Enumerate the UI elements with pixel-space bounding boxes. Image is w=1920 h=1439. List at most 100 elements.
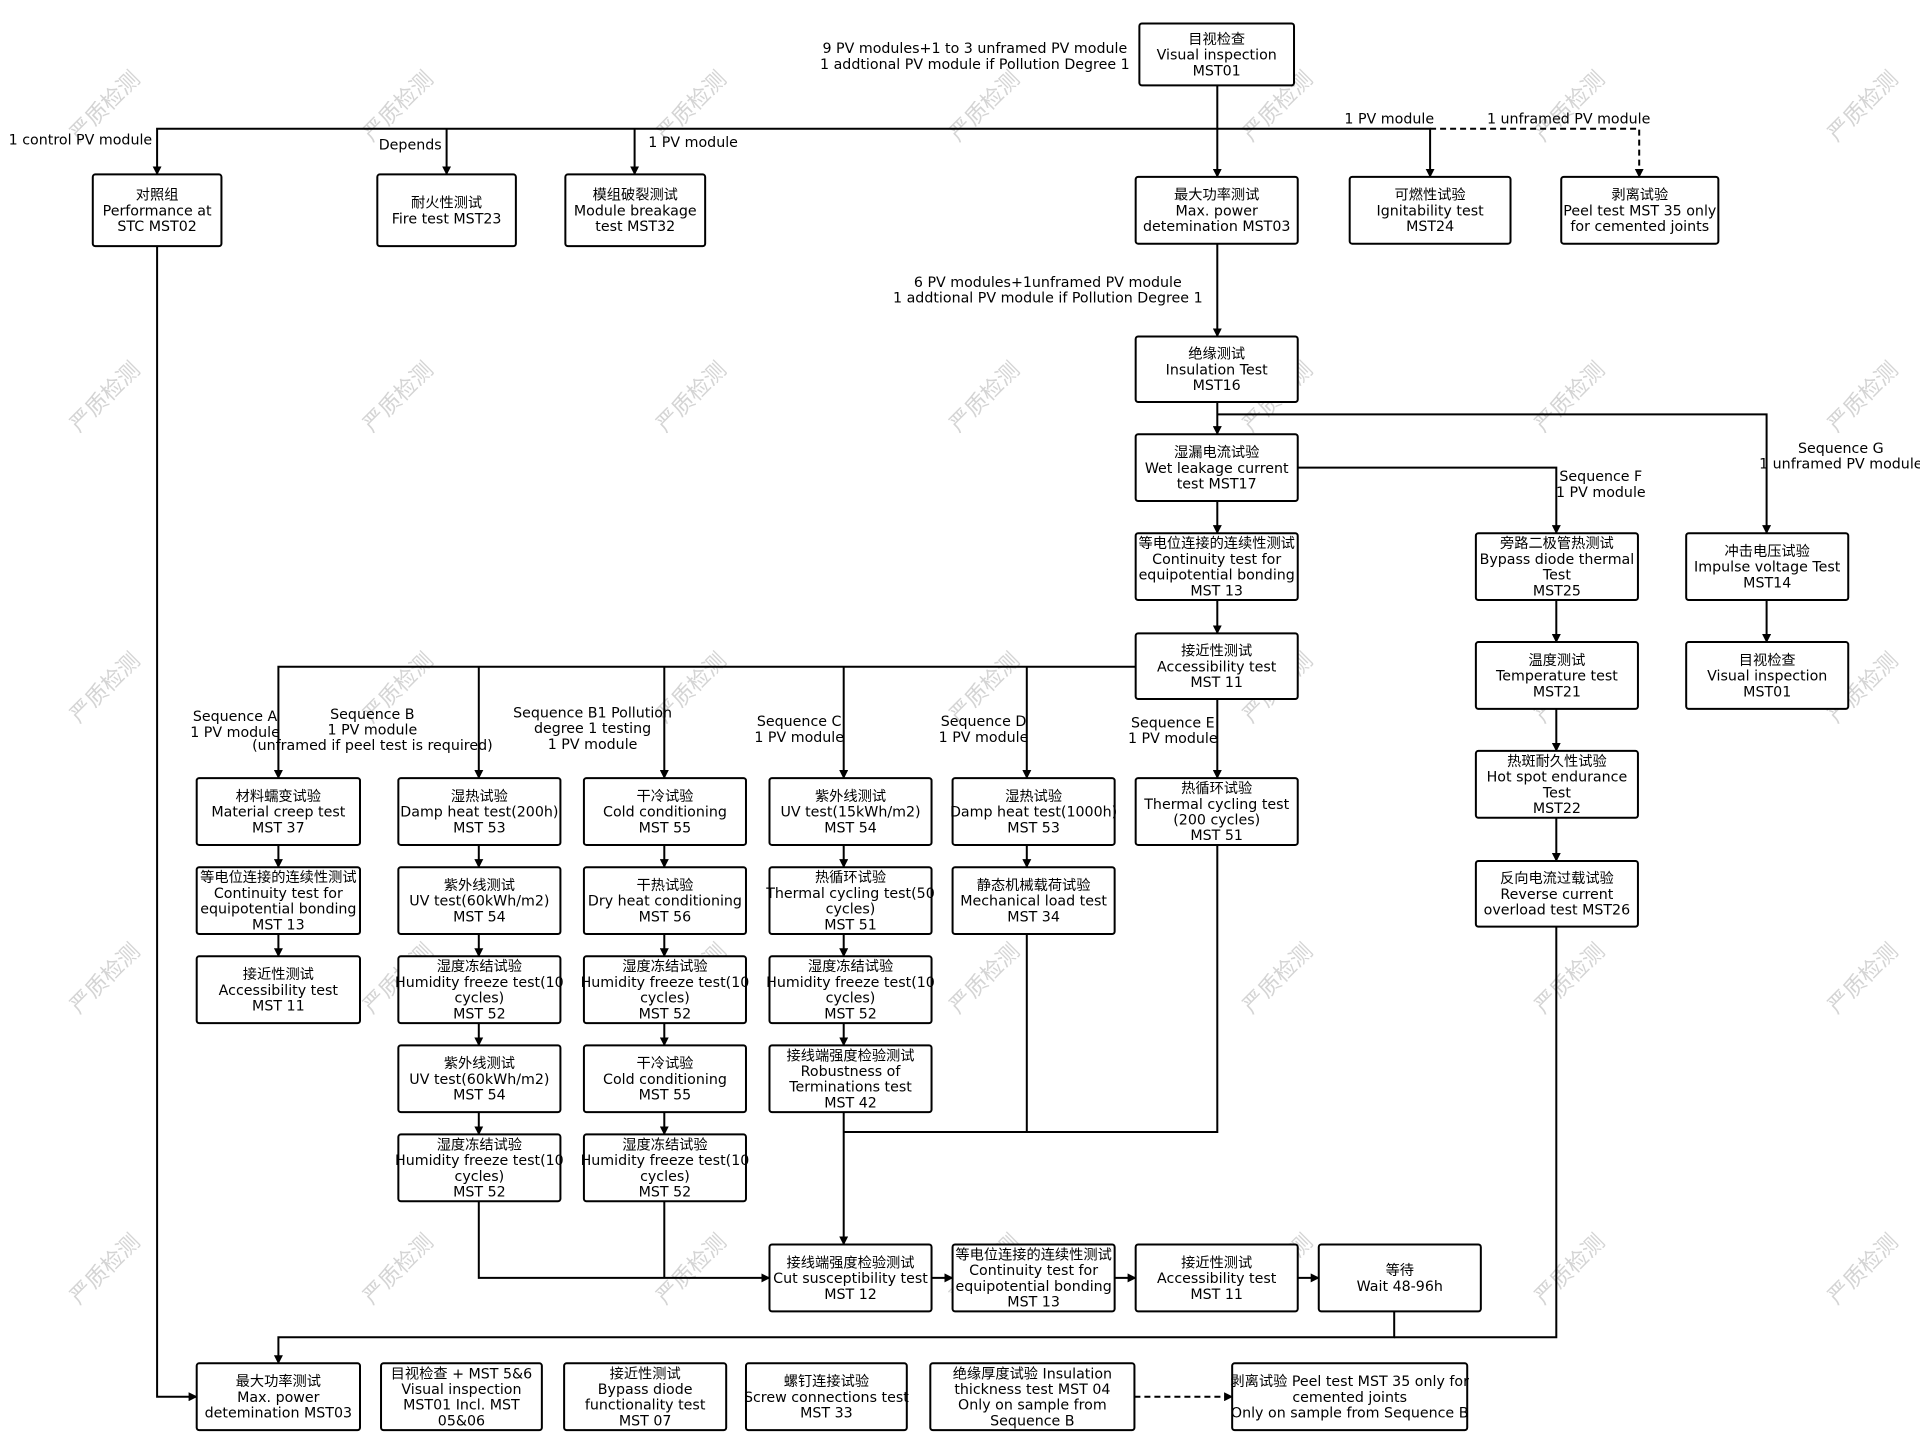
connector-line [273, 1311, 1396, 1365]
box-text: thickness test MST 04 [954, 1382, 1110, 1398]
box-text: equipotential bonding [955, 1279, 1111, 1295]
label-text: 1 PV module [648, 135, 738, 151]
box-text: 静态机械载荷试验 [977, 877, 1091, 894]
box-frame [768, 777, 933, 846]
box-text: test MST17 [1177, 476, 1257, 492]
box-text: 干热试验 [637, 877, 694, 894]
box-text: equipotential bonding [200, 902, 356, 918]
box-text: MST 51 [824, 917, 877, 933]
box-text: 干冷试验 [637, 788, 694, 805]
box-text: MST 52 [639, 1006, 692, 1022]
box-frame [1474, 860, 1639, 928]
box-frame [582, 866, 747, 936]
label-text: Depends [379, 138, 442, 154]
box-text: cycles) [826, 991, 876, 1007]
label-text: 1 addtional PV module if Pollution Degre… [893, 291, 1203, 307]
label-unframed-peel: 1 unframed PV module [1487, 112, 1650, 128]
box-text: cemented joints [1292, 1390, 1407, 1406]
box-frame [380, 1362, 543, 1432]
box-text: Visual inspection [1707, 669, 1827, 685]
box-frame [563, 1362, 728, 1432]
box-frame [744, 1362, 908, 1432]
box-frame [929, 1362, 1136, 1432]
box-text: 冲击电压试验 [1725, 543, 1810, 560]
box-text: STC MST02 [117, 219, 196, 235]
watermark-text: 严质检测 [1823, 67, 1903, 147]
box-text: for cemented joints [1570, 219, 1709, 235]
box-text: Temperature test [1495, 669, 1618, 685]
connector-line [273, 665, 1136, 779]
box-text: 等电位连接的连续性测试 [955, 1245, 1111, 1263]
box-text: MST 54 [824, 820, 877, 836]
box-text: detemination MST03 [205, 1406, 352, 1422]
connector-layer [152, 85, 1772, 1402]
label-text: Sequence D [941, 714, 1027, 730]
box-frame [582, 1044, 747, 1114]
box-text: MST 54 [453, 909, 506, 925]
box-text: 目视检查 + MST 5&6 [391, 1365, 533, 1382]
box-text: Cold conditioning [603, 805, 727, 821]
box-text: 05&06 [438, 1413, 485, 1429]
label-seq-c: Sequence C1 PV module [754, 714, 844, 746]
box-text: MST22 [1533, 801, 1581, 817]
box-text: Test [1542, 785, 1571, 801]
box-text: cycles) [826, 902, 876, 918]
label-text: Sequence B1 Pollution [513, 706, 672, 722]
box-frame [951, 777, 1116, 846]
box-text: 剥离试验 Peel test MST 35 only for [1230, 1373, 1469, 1390]
box-frame [1134, 532, 1299, 601]
box-text: test MST32 [595, 219, 675, 235]
box-text: Only on sample from Sequence B [1231, 1406, 1469, 1422]
watermark-text: 严质检测 [1823, 358, 1903, 438]
box-frame [1474, 641, 1639, 710]
box-frame [951, 1243, 1116, 1313]
box-text: Max. power [237, 1390, 320, 1406]
box-text: 热斑耐久性试验 [1507, 753, 1607, 770]
box-text: Reverse current [1500, 887, 1613, 903]
box-text: Robustness of [801, 1064, 902, 1080]
watermark-text: 严质检测 [1530, 358, 1610, 438]
box-text: Impulse voltage Test [1694, 560, 1841, 576]
watermark-text: 严质检测 [359, 1230, 439, 1310]
box-frame [1134, 777, 1299, 846]
box-text: Performance at [103, 203, 212, 219]
box-text: cycles) [455, 991, 505, 1007]
box-text: Peel test MST 35 only [1563, 203, 1716, 219]
connector-line [477, 1201, 771, 1283]
box-text: MST 51 [1190, 828, 1243, 844]
watermark-text: 严质检测 [1530, 939, 1610, 1019]
box-frame [1685, 532, 1850, 601]
box-frame [768, 1243, 933, 1313]
box-text: Humidity freeze test(10 [581, 975, 750, 991]
box-text: Continuity test for [214, 886, 343, 902]
box-text: MST 11 [252, 999, 305, 1015]
label-text: Sequence F [1559, 469, 1642, 485]
box-text: 紫外线测试 [444, 1055, 515, 1072]
box-text: 干冷试验 [637, 1055, 694, 1072]
box-frame [1134, 175, 1299, 245]
label-text: 6 PV modules+1unframed PV module [914, 275, 1182, 291]
